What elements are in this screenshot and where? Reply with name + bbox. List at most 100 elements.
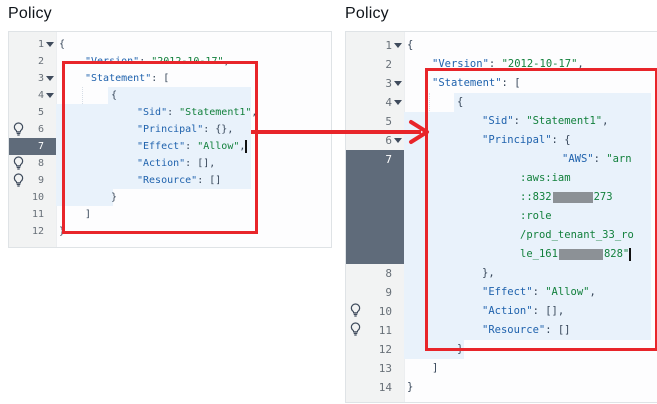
code-line-4[interactable]: 4{	[346, 93, 657, 112]
json-string: "2012-10-17"	[501, 58, 578, 70]
code-line-6[interactable]: 6"Principal": {	[346, 131, 657, 150]
json-punctuation: }	[407, 381, 414, 393]
code-line-4[interactable]: 4{	[9, 87, 331, 104]
code-line-5[interactable]: 5"Sid": "Statement1",	[346, 112, 657, 131]
code-line-2[interactable]: 2"Version": "2012-10-17",	[9, 53, 331, 70]
line-number: 6	[385, 134, 392, 147]
fold-arrow-icon[interactable]	[394, 100, 402, 105]
lightbulb-icon[interactable]	[12, 173, 25, 192]
code-line-12[interactable]: 12}	[346, 340, 657, 359]
code-lines: 1{2"Version": "2012-10-17",3"Statement":…	[9, 36, 331, 240]
lightbulb-icon[interactable]	[349, 303, 362, 322]
json-punctuation: :	[139, 56, 152, 67]
code-line-14[interactable]: 14}	[346, 378, 657, 397]
code-line-1[interactable]: 1{	[346, 36, 657, 55]
json-key: "Resource"	[482, 324, 546, 336]
line-number: 5	[385, 115, 392, 128]
json-punctuation: }	[457, 343, 464, 355]
page-title-left: Policy	[8, 5, 52, 22]
selection-highlight	[56, 155, 251, 172]
line-number: 8	[37, 158, 44, 169]
fold-arrow-icon[interactable]	[394, 138, 402, 143]
line-number: 1	[37, 39, 44, 50]
redacted-text	[558, 248, 603, 260]
line-number: 11	[31, 209, 44, 220]
text-cursor	[629, 247, 632, 261]
code-line-11[interactable]: 11]	[9, 206, 331, 223]
json-punctuation: : {	[551, 134, 571, 146]
json-string: :role	[520, 210, 552, 222]
redacted-text	[552, 191, 593, 203]
code-line-12[interactable]: 12}	[9, 223, 331, 240]
json-string: "Statement1"	[526, 115, 603, 127]
json-punctuation: {	[59, 39, 66, 50]
code-line-8[interactable]: 8},	[346, 264, 657, 283]
lightbulb-icon[interactable]	[12, 122, 25, 141]
selection-highlight	[404, 264, 651, 283]
code-line-3[interactable]: 3"Statement": [	[9, 70, 331, 87]
code-line-10[interactable]: 10"Action": [],	[346, 302, 657, 321]
selection-highlight	[56, 189, 113, 206]
json-key: "Effect"	[137, 141, 186, 152]
code-line-8[interactable]: 8"Action": [],	[9, 155, 331, 172]
line-number: 12	[31, 226, 44, 237]
lightbulb-icon[interactable]	[12, 156, 25, 175]
code-line-1[interactable]: 1{	[9, 36, 331, 53]
code-line-9[interactable]: 9"Resource": []	[9, 172, 331, 189]
json-key: "Effect"	[482, 286, 533, 298]
policy-editor-before[interactable]: 1{2"Version": "2012-10-17",3"Statement":…	[8, 31, 332, 248]
line-number: 5	[37, 107, 44, 118]
code-line-13[interactable]: 13]	[346, 359, 657, 378]
json-punctuation: : [	[151, 73, 170, 84]
json-key: "Action"	[137, 158, 186, 169]
json-string: "arn	[606, 153, 632, 165]
json-punctuation: {	[407, 39, 414, 51]
json-punctuation: ,	[577, 58, 584, 70]
fold-arrow-icon[interactable]	[394, 81, 402, 86]
line-number: 9	[37, 175, 44, 186]
json-punctuation: ,	[589, 286, 596, 298]
line-number: 7	[37, 141, 44, 152]
json-key: "Sid"	[137, 107, 168, 118]
json-string: :aws:iam	[520, 172, 571, 184]
json-punctuation: :	[185, 141, 198, 152]
fold-arrow-icon[interactable]	[46, 76, 54, 81]
code-line-3[interactable]: 3"Statement": [	[346, 74, 657, 93]
line-number: 4	[37, 90, 44, 101]
json-punctuation: }	[59, 226, 66, 237]
code-line-10[interactable]: 10}	[9, 189, 331, 206]
json-punctuation: :	[513, 115, 527, 127]
policy-editor-after[interactable]: 1{2"Version": "2012-10-17",3"Statement":…	[345, 31, 657, 403]
json-punctuation: :	[167, 107, 180, 118]
lightbulb-icon[interactable]	[349, 322, 362, 341]
code-line-9[interactable]: 9"Effect": "Allow",	[346, 283, 657, 302]
fold-arrow-icon[interactable]	[394, 43, 402, 48]
json-punctuation: : [],	[532, 305, 565, 317]
line-number: 11	[378, 324, 392, 337]
line-number: 12	[378, 343, 392, 356]
json-punctuation: {	[111, 90, 118, 101]
selection-highlight	[404, 112, 651, 131]
json-punctuation: : [	[501, 77, 521, 89]
code-line-2[interactable]: 2"Version": "2012-10-17",	[346, 55, 657, 74]
fold-arrow-icon[interactable]	[46, 93, 54, 98]
json-key: "Sid"	[482, 115, 514, 127]
code-line-7[interactable]: 7"Effect": "Allow",	[9, 138, 331, 155]
json-punctuation: :	[532, 286, 546, 298]
code-line-6[interactable]: 6"Principal": {},	[9, 121, 331, 138]
selection-highlight	[56, 172, 251, 189]
fold-arrow-icon[interactable]	[46, 42, 54, 47]
code-line-5[interactable]: 5"Sid": "Statement1",	[9, 104, 331, 121]
json-punctuation: ,	[239, 141, 246, 152]
text-cursor	[245, 139, 248, 153]
json-string: "Allow"	[545, 286, 590, 298]
selection-highlight	[404, 302, 651, 321]
json-key: "Version"	[85, 56, 140, 67]
json-punctuation: : []	[197, 175, 222, 186]
code-line-11[interactable]: 11"Resource": []	[346, 321, 657, 340]
line-number: 8	[385, 267, 392, 280]
json-punctuation: ]	[432, 362, 439, 374]
selection-highlight	[56, 104, 251, 121]
